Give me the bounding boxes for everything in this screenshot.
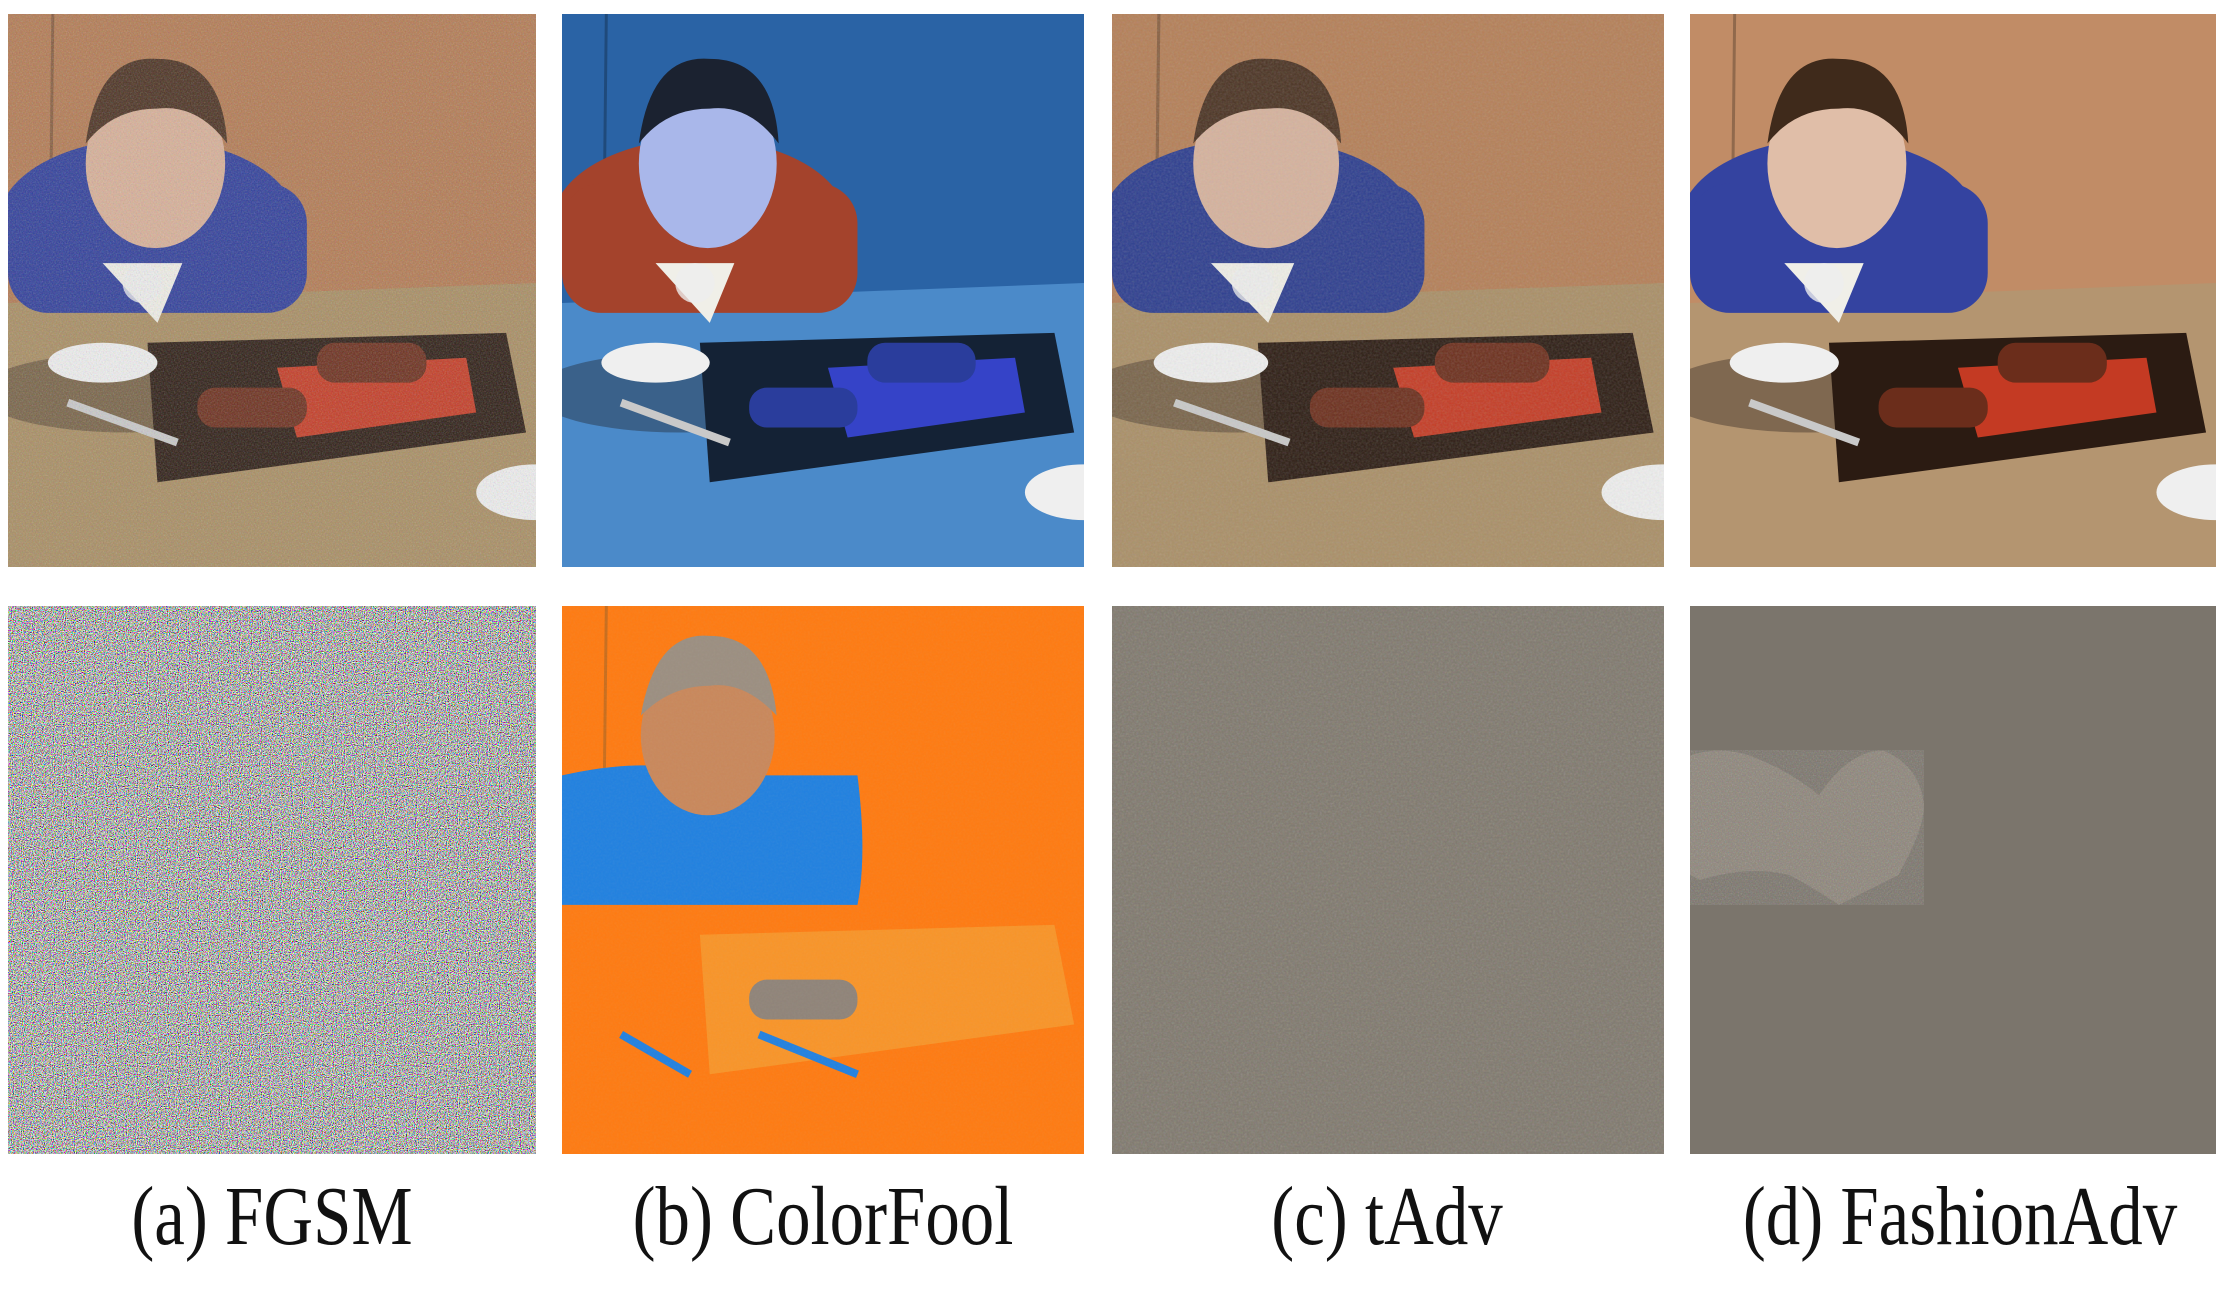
fashionadv-perturbation-map <box>1690 606 2216 1154</box>
caption-fashionadv: (d) FashionAdv <box>1742 1170 2178 1263</box>
caption-colorfool: (b) ColorFool <box>632 1170 1014 1263</box>
caption-tadv: (c) tAdv <box>1271 1170 1503 1263</box>
colorfool-adversarial-image <box>562 14 1084 567</box>
fashionadv-adversarial-image <box>1690 14 2216 567</box>
fgsm-perturbation-map <box>8 606 536 1154</box>
tadv-perturbation-map <box>1112 606 1664 1154</box>
colorfool-perturbation-map <box>562 606 1084 1154</box>
tadv-adversarial-image <box>1112 14 1664 567</box>
caption-fgsm: (a) FGSM <box>131 1170 413 1263</box>
fgsm-adversarial-image <box>8 14 536 567</box>
